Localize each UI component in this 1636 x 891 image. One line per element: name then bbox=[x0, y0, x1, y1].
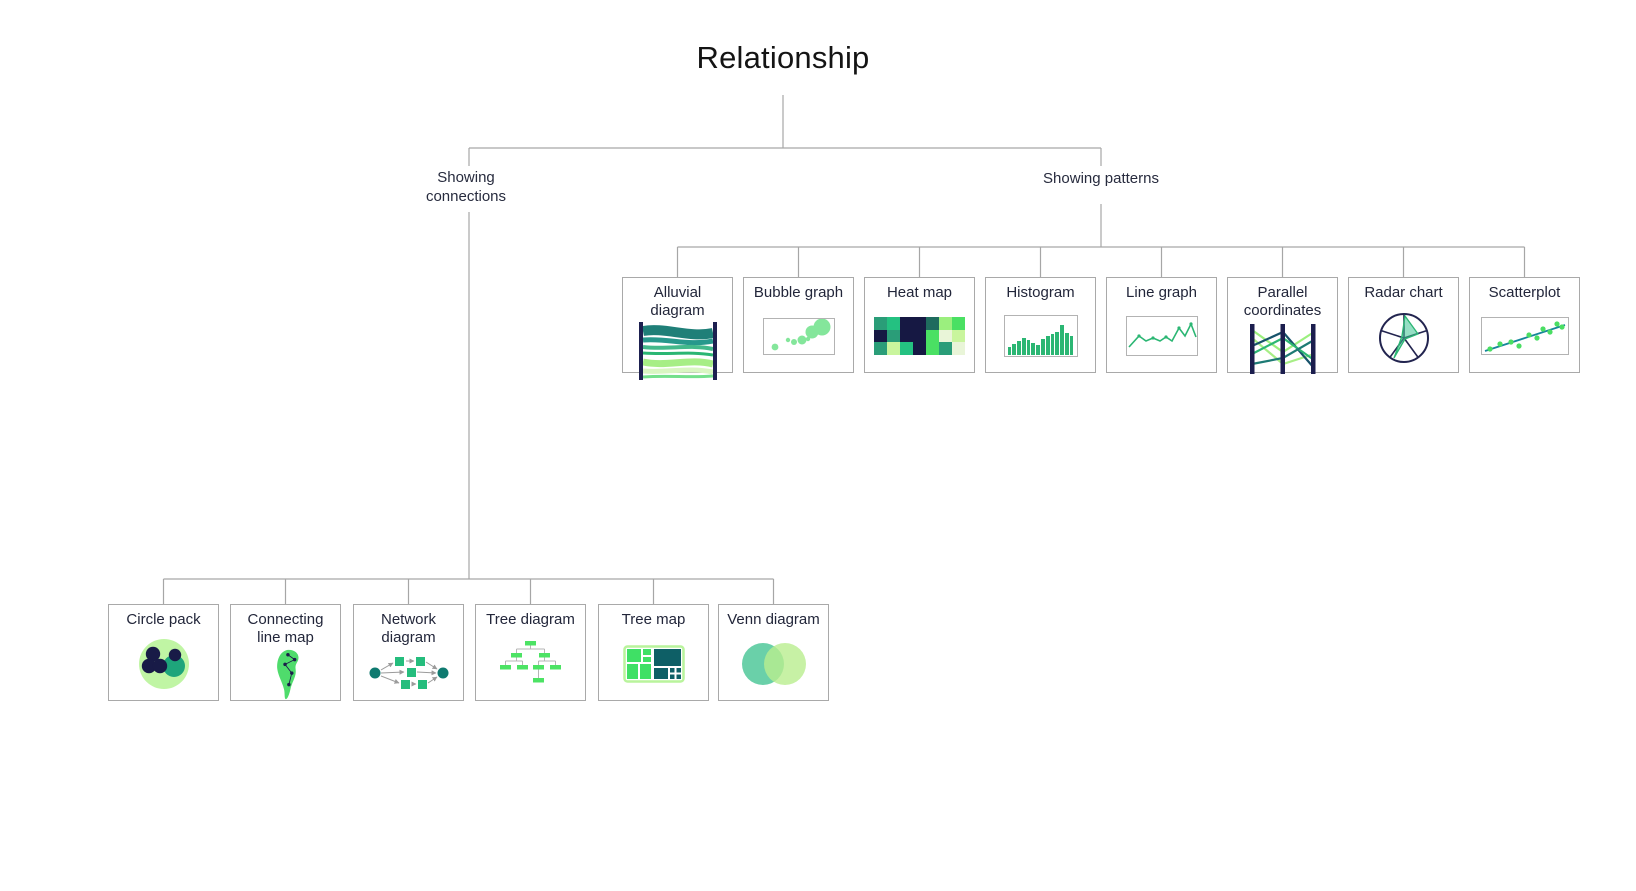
venn-diagram-icon bbox=[741, 642, 806, 685]
tree-diagram-icon bbox=[499, 640, 561, 682]
card-connecting-line-map[interactable]: Connecting line map bbox=[230, 604, 341, 701]
card-label: Venn diagram bbox=[727, 611, 820, 628]
card-label: Scatterplot bbox=[1488, 284, 1561, 301]
card-scatterplot[interactable]: Scatterplot bbox=[1469, 277, 1580, 373]
card-tree-diagram[interactable]: Tree diagram bbox=[475, 604, 586, 701]
card-label: Heat map bbox=[886, 284, 953, 301]
branch-label-showing-connections: Showing connections bbox=[425, 169, 507, 205]
histogram-icon bbox=[1007, 325, 1074, 355]
card-label: Network diagram bbox=[380, 611, 436, 646]
heat-map-icon bbox=[874, 317, 965, 355]
alluvial-diagram-icon bbox=[638, 322, 717, 380]
card-heat-map[interactable]: Heat map bbox=[864, 277, 975, 373]
card-alluvial-diagram[interactable]: Alluvial diagram bbox=[622, 277, 733, 380]
circle-pack-icon bbox=[138, 638, 189, 689]
card-circle-pack[interactable]: Circle pack bbox=[108, 604, 219, 701]
card-parallel-coordinates[interactable]: Parallel coordinates bbox=[1227, 277, 1338, 374]
card-label: Histogram bbox=[1006, 284, 1075, 301]
card-label: Bubble graph bbox=[753, 284, 844, 301]
card-label: Circle pack bbox=[126, 611, 201, 628]
card-label: Line graph bbox=[1126, 284, 1197, 301]
card-radar-chart[interactable]: Radar chart bbox=[1348, 277, 1459, 373]
card-histogram[interactable]: Histogram bbox=[985, 277, 1096, 373]
scatterplot-icon bbox=[1484, 321, 1565, 352]
bubble-graph-icon bbox=[771, 318, 830, 350]
parallel-coordinates-icon bbox=[1249, 324, 1315, 374]
card-bubble-graph[interactable]: Bubble graph bbox=[743, 277, 854, 373]
card-label: Tree diagram bbox=[486, 611, 575, 628]
network-diagram-icon bbox=[369, 656, 448, 689]
card-label: Alluvial diagram bbox=[650, 284, 705, 319]
card-label: Connecting line map bbox=[247, 611, 324, 646]
tree-map-icon bbox=[622, 644, 685, 683]
line-graph-icon bbox=[1127, 322, 1197, 348]
branch-label-showing-patterns: Showing patterns bbox=[1043, 170, 1159, 187]
card-venn-diagram[interactable]: Venn diagram bbox=[718, 604, 829, 701]
card-label: Tree map bbox=[621, 611, 686, 628]
card-label: Parallel coordinates bbox=[1243, 284, 1322, 319]
connecting-line-map-icon bbox=[276, 649, 299, 700]
card-tree-map[interactable]: Tree map bbox=[598, 604, 709, 701]
page-title: Relationship bbox=[696, 40, 870, 75]
card-label: Radar chart bbox=[1364, 284, 1443, 301]
radar-chart-icon bbox=[1378, 313, 1429, 363]
card-network-diagram[interactable]: Network diagram bbox=[353, 604, 464, 701]
card-line-graph[interactable]: Line graph bbox=[1106, 277, 1217, 373]
